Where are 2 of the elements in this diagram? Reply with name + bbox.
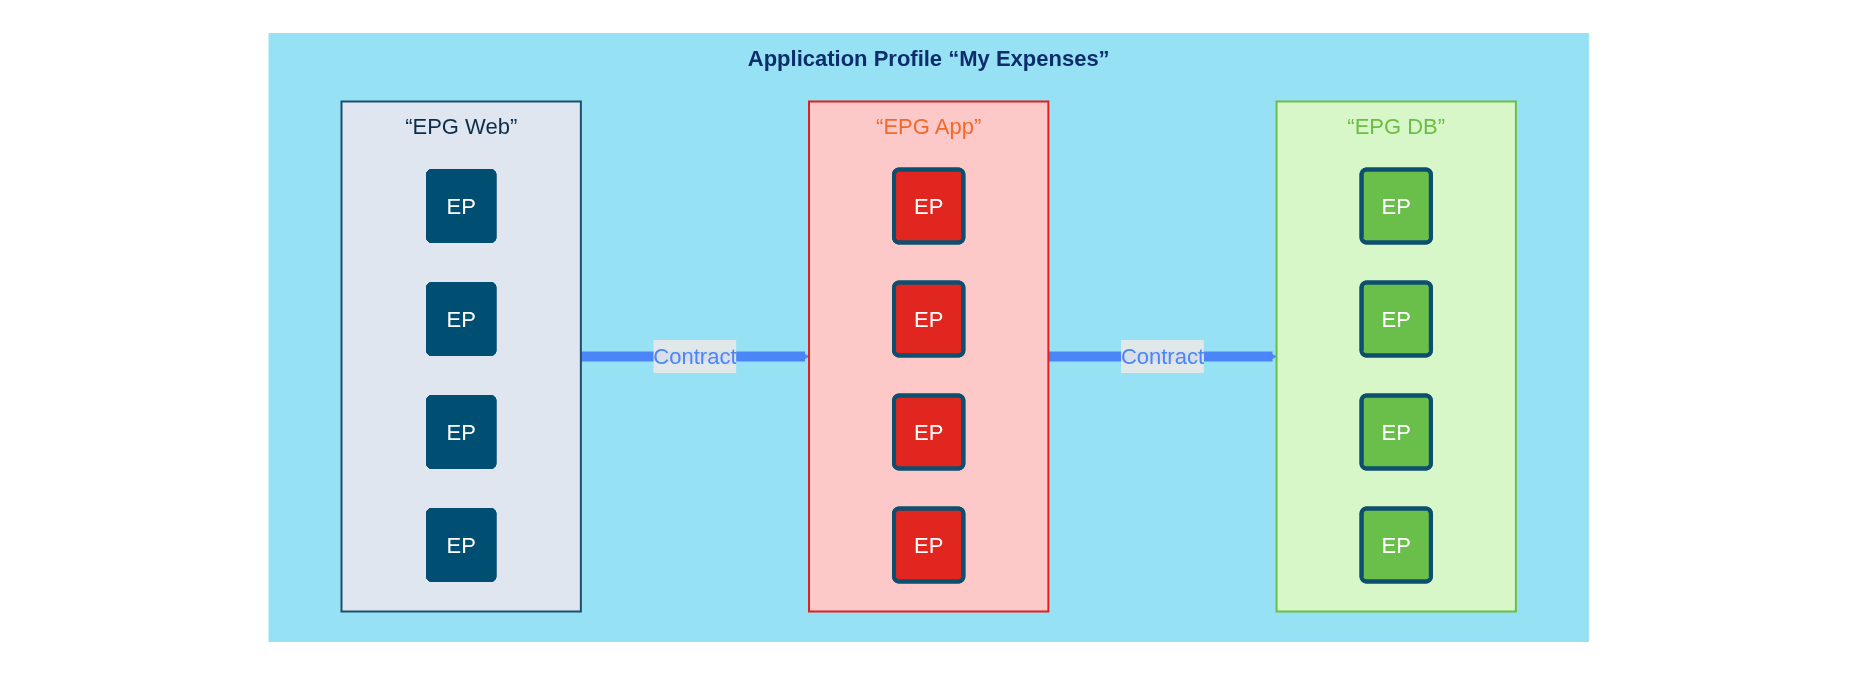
edge-label: Contract bbox=[653, 344, 737, 369]
edge-label: Contract bbox=[1121, 344, 1205, 369]
